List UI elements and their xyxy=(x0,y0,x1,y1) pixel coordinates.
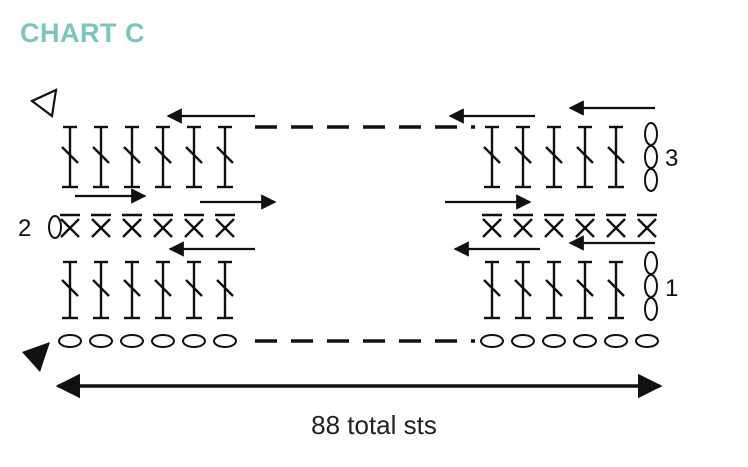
chain-stitch xyxy=(604,334,628,348)
turning-chain xyxy=(644,274,658,298)
dc-stitch xyxy=(61,260,79,320)
dc-stitch xyxy=(514,260,532,320)
total-stitches-label: 88 total sts xyxy=(311,410,437,440)
stitch-symbols xyxy=(48,122,659,348)
dc-stitch xyxy=(185,260,203,320)
dc-stitch xyxy=(607,260,625,320)
sc-stitch xyxy=(91,213,111,238)
sc-stitch xyxy=(513,213,533,238)
dc-stitch xyxy=(92,260,110,320)
chain-stitch xyxy=(573,334,597,348)
row-label-2: 2 xyxy=(18,215,31,242)
sc-stitch xyxy=(637,213,657,238)
sc-stitch xyxy=(184,213,204,238)
dc-stitch xyxy=(545,260,563,320)
dc-stitch xyxy=(185,125,203,189)
dc-stitch xyxy=(483,125,501,189)
turning-chain xyxy=(644,251,658,275)
sc-stitch xyxy=(482,213,502,238)
row-label-1: 1 xyxy=(665,275,678,302)
dc-stitch xyxy=(123,125,141,189)
row-label-3: 3 xyxy=(665,145,678,172)
dc-stitch xyxy=(61,125,79,189)
chain-stitch xyxy=(182,334,206,348)
dc-stitch xyxy=(576,125,594,189)
direction-arrows xyxy=(75,100,655,257)
chart-title: CHART C xyxy=(20,18,145,48)
turning-chain xyxy=(644,122,658,146)
sc-stitch xyxy=(153,213,173,238)
chain-stitch xyxy=(89,334,113,348)
dc-stitch xyxy=(514,125,532,189)
sc-stitch xyxy=(122,213,142,238)
dc-stitch xyxy=(123,260,141,320)
chain-stitch xyxy=(58,334,82,348)
chain-stitch xyxy=(213,334,237,348)
dc-stitch xyxy=(483,260,501,320)
start-marker-filled-triangle-icon xyxy=(22,342,50,372)
sc-stitch xyxy=(544,213,564,238)
dc-stitch xyxy=(154,260,172,320)
turning-chain xyxy=(644,297,658,321)
turning-chain xyxy=(644,168,658,192)
chain-stitch xyxy=(120,334,144,348)
sc-stitch xyxy=(575,213,595,238)
chain-stitch xyxy=(480,334,504,348)
chain-stitch xyxy=(635,334,659,348)
sc-stitch xyxy=(606,213,626,238)
sc-stitch xyxy=(215,213,235,238)
dc-stitch xyxy=(607,125,625,189)
turning-chain xyxy=(48,215,62,239)
dc-stitch xyxy=(576,260,594,320)
dc-stitch xyxy=(545,125,563,189)
chain-stitch xyxy=(511,334,535,348)
chain-stitch xyxy=(542,334,566,348)
end-marker-open-triangle-icon xyxy=(29,88,58,118)
dc-stitch xyxy=(216,260,234,320)
dc-stitch xyxy=(154,125,172,189)
dc-stitch xyxy=(216,125,234,189)
turning-chain xyxy=(644,145,658,169)
dc-stitch xyxy=(92,125,110,189)
chain-stitch xyxy=(151,334,175,348)
sc-stitch xyxy=(60,213,80,238)
